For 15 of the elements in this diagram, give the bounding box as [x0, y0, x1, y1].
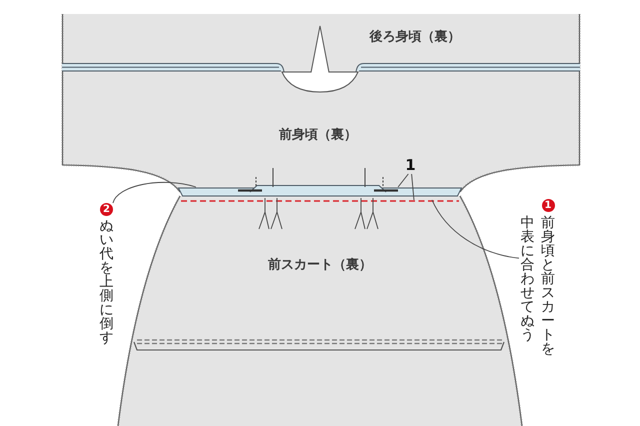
leader-line — [411, 174, 414, 200]
stitch-line — [181, 200, 459, 202]
piece-label: 前スカート（裏） — [268, 258, 372, 272]
callout-number: 1 — [542, 199, 554, 212]
callout-number: 1 — [405, 156, 416, 174]
fabric-piece — [62, 14, 580, 63]
leader-line — [398, 174, 409, 188]
leader-line — [112, 182, 196, 204]
piece-label: 後ろ身頃（裏） — [370, 30, 460, 44]
piece-label: 前身頃（裏） — [279, 128, 357, 142]
callout-number: 2 — [100, 203, 113, 216]
fabric-piece — [118, 194, 522, 426]
instruction-text: 前身頃と前スカートを中表に合わせてぬう — [520, 216, 555, 357]
instruction-text: ぬい代を上側に倒す — [99, 219, 114, 348]
leader-line — [432, 200, 520, 259]
